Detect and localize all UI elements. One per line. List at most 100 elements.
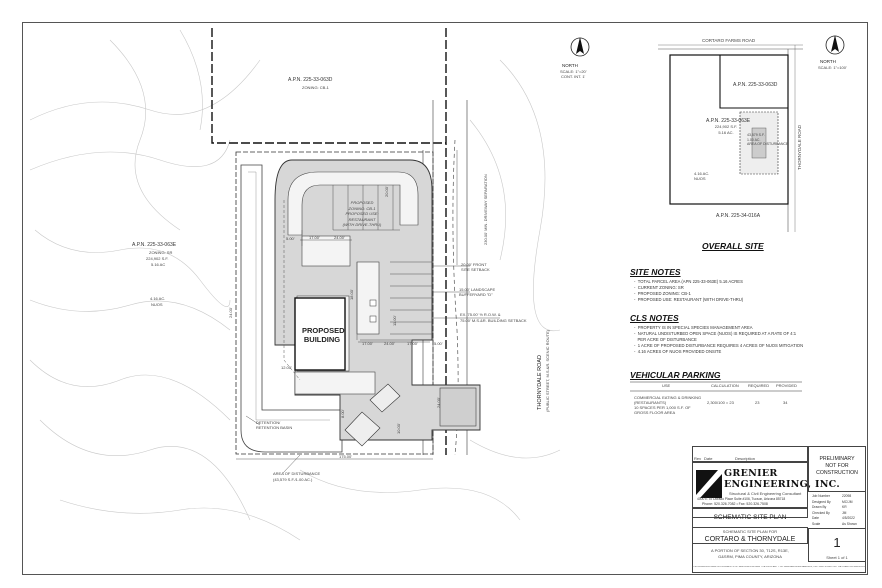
firm-phone: Phone: 520.326.7082 • Fax: 520.326.7508 (702, 502, 768, 506)
north-parcel-zoning: ZONING: CB-1 (302, 85, 329, 90)
disturbance-boundary (235, 151, 434, 455)
status-stamp: PRELIMINARY NOT FOR CONSTRUCTION (816, 456, 858, 476)
parking-header-use: USE (662, 383, 671, 388)
dim-17-top: 17.00' (309, 235, 320, 240)
drive-thru-lane (283, 200, 301, 381)
site-note: - CURRENT ZONING: SR (634, 285, 684, 290)
firm-name-line2: ENGINEERING, INC. (724, 479, 840, 490)
overall-parcel-south: A.P.N. 225-34-016A (715, 213, 761, 219)
thornydale-road-sub: (PUBLIC STREET, M.S.&R. SCENIC ROUTE) (545, 329, 550, 412)
project-title-box (692, 527, 808, 544)
cortaro-farms-road-label: CORTARO FARMS ROAD (702, 38, 756, 43)
parking-table-lines (630, 381, 802, 392)
dim-12: 12.00' (281, 365, 292, 370)
location-line1: A PORTION OF SECTION 30, T12S, R13E, (711, 548, 789, 553)
rev-header-rev: Rev (694, 456, 702, 461)
driveway-separation-note: 230.00' MIN. DRIVEWAY SEPARATION (483, 174, 488, 245)
parking-use: COMMERCIAL EATING & DRINKING (RESTAURANT… (634, 395, 702, 415)
west-parcel-zoning: ZONING: SR (149, 250, 173, 255)
title-block-footer: THE DRAWINGS ARE INSTRUMENTS OF SERVICE … (692, 566, 866, 568)
dim-24-left: 24.00' (228, 307, 233, 318)
sheet-of: Sheet 1 of 1 (826, 555, 848, 560)
west-parcel-sf: 224,902 S.F. (146, 256, 169, 261)
cls-note: - PROPERTY IS IN SPECIAL SPECIES MANAGEM… (634, 325, 753, 330)
dim-24-mid: 24.00' (384, 341, 395, 346)
sheet-name: SCHEMATIC SITE PLAN (713, 514, 787, 521)
overall-site-title: OVERALL SITE (702, 241, 764, 251)
job-field-labels: Job Number Designed By Drawn By Checked … (812, 494, 831, 526)
overall-scale: SCALE: 1"=100' (818, 65, 847, 70)
parking-required: 23 (755, 400, 760, 405)
north-parcel-apn: A.P.N. 225-33-063D (288, 77, 333, 83)
sheet-number-box (808, 528, 866, 562)
parking-header-calc: CALCULATION (711, 383, 739, 388)
row-setback-note: EX. 75.00' ½ R.O.W. & 75.00' M.S.&R. BUI… (460, 312, 527, 323)
job-field-values: 22098 MC/JM KR JM 4/5/2022 As Shown (842, 494, 857, 526)
dimension-lines (236, 150, 500, 460)
dim-8: 8.00' (340, 409, 345, 418)
detention-basin-label: DETENTION/ RETENTION BASIN (256, 420, 293, 430)
parking-header-required: REQUIRED (748, 383, 770, 388)
leader-lines (245, 415, 301, 474)
main-scale: SCALE: 1"=20' (560, 69, 587, 74)
dim-175: 175.00' (339, 454, 352, 459)
rev-header-date: Date (704, 456, 713, 461)
project-line1: SCHEMATIC SITE PLAN FOR (722, 529, 778, 534)
main-north-label: NORTH (562, 63, 578, 68)
parking-calculation: 2,300/100 = 23 (707, 400, 734, 405)
overall-thornydale-label: THORNYDALE ROAD (797, 124, 802, 170)
overall-north-label: NORTH (820, 59, 836, 64)
west-parcel-apn: A.P.N. 225-33-063E (132, 242, 177, 248)
overall-parcel-d: A.P.N. 225-33-063D (733, 82, 778, 88)
site-notes-title: SITE NOTES (630, 267, 681, 277)
landscape-buffer-note: 15.00' LANDSCAPE BUFFERYARD "D" (459, 287, 496, 297)
dim-24-drive: 24.00' (436, 397, 441, 408)
drawing-sheet-border (22, 22, 868, 575)
revision-table (692, 446, 808, 462)
detention-basin (240, 164, 343, 453)
status-box (808, 446, 866, 492)
west-parcel-nuos-label: NUOS (151, 302, 163, 307)
accessible-stalls (369, 299, 377, 323)
restaurant-use-note: PROPOSED ZONING: CB-1 PROPOSED USE: REST… (342, 200, 382, 227)
front-setback-note: 20.00' FRONT SITE SETBACK (461, 262, 490, 272)
trash-enclosure (344, 383, 401, 447)
dim-20: 20.00' (384, 186, 389, 197)
north-arrow-main-icon (570, 37, 590, 57)
dim-17-mid: 17.00' (362, 341, 373, 346)
thornydale-road-label: THORNYDALE ROAD (537, 354, 543, 410)
firm-name-line1: GRENIER (724, 468, 778, 479)
sheet-name-box (692, 508, 808, 518)
cls-notes-title: CLS NOTES (630, 313, 679, 323)
dim-17-right: 17.00' (407, 341, 418, 346)
rev-header-desc: Description (735, 456, 756, 461)
disturbance-area-label: AREA OF DISTURBANCE (43,579 S.F./1.00 AC… (273, 471, 321, 482)
north-parcel-boundary (211, 28, 447, 455)
dim-18: 18.00' (349, 289, 354, 300)
parking-stalls (301, 185, 432, 341)
cls-notes-list: - PROPERTY IS IN SPECIAL SPECIES MANAGEM… (634, 325, 803, 355)
dim-11: 11.00' (392, 315, 397, 326)
parking-header-provided: PROVIDED (776, 383, 797, 388)
dim-10: 10.00' (396, 423, 401, 434)
main-contour-interval: CONT. INT. 1' (561, 74, 586, 79)
basin-inner-line (248, 171, 330, 421)
cls-note: - 1 ACRE OF PROPOSED DISTURBANCE REQUIRE… (634, 343, 804, 348)
site-note: - PROPOSED USE: RESTAURANT (WITH DRIVE-T… (634, 297, 744, 302)
west-parcel-ac: 5.16 AC (151, 262, 166, 267)
site-note: - TOTAL PARCEL AREA (APN 225-33-063E) 5.… (634, 279, 743, 284)
overall-nuos: 4.16 AC. NUOS (694, 171, 710, 181)
sheet-number: 1 (833, 535, 841, 550)
cls-note: - NATURAL UNDISTURBED OPEN SPACE (NUOS) … (634, 331, 797, 336)
firm-logo-box (692, 462, 808, 508)
project-line2: CORTARO & THORNYDALE (704, 536, 796, 543)
overall-site-inset (658, 35, 845, 232)
overall-parcel-e: A.P.N. 225-33-063E 224,902 S.F. 5.16 AC. (706, 118, 751, 135)
cls-note: - 4.16 ACRES OF NUOS PROVIDED ONSITE (634, 349, 722, 354)
site-notes-list: - TOTAL PARCEL AREA (APN 225-33-063E) 5.… (634, 279, 743, 303)
dim-5: 5.00' (434, 341, 443, 346)
firm-subtitle: Structural & Civil Engineering Consultan… (729, 491, 802, 496)
cls-note: PER ACRE OF DISTURBANCE (637, 337, 697, 342)
location-line2: G&SRM, PIMA COUNTY, ARIZONA (718, 554, 782, 559)
